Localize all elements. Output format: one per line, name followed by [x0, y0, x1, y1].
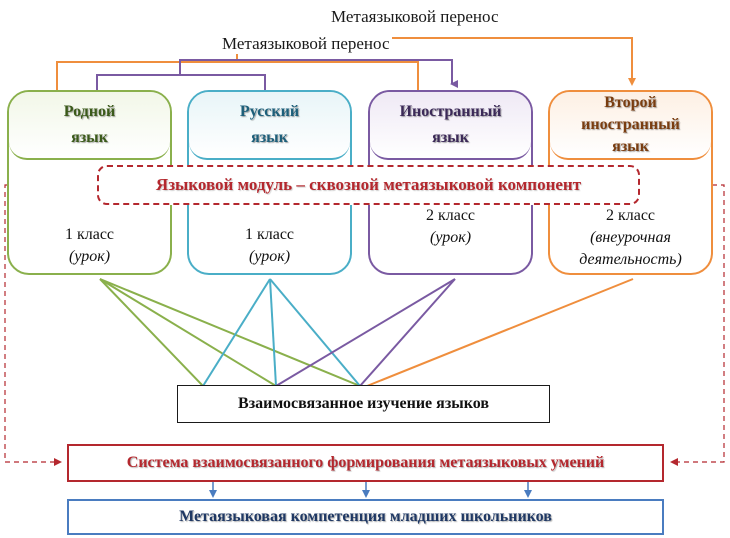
native-language-grade: 1 класс (урок)	[64, 226, 115, 265]
metalinguistic-competence-box: Метаязыковая компетенция младших школьни…	[67, 499, 664, 535]
second-foreign-language-title: Второй иностранный язык	[550, 92, 711, 160]
native-language-title: Родной язык	[9, 92, 170, 160]
second-foreign-links	[366, 278, 634, 387]
transfer-label-upper: Метаязыковой перенос	[331, 7, 499, 26]
transfer-label-lower: Метаязыковой перенос	[220, 34, 392, 54]
russian-language-title: Русский язык	[189, 92, 350, 160]
second-foreign-language-grade: 2 класс (внеурочная деятельность)	[579, 207, 682, 268]
language-module-banner: Языковой модуль – сквозной метаязыковой …	[97, 165, 640, 205]
native-links	[99, 278, 361, 387]
metalinguistic-skills-system-box: Система взаимосвязанного формирования ме…	[67, 444, 664, 482]
russian-links	[202, 278, 361, 387]
foreign-language-grade: 2 класс (урок)	[425, 207, 476, 246]
foreign-language-title: Иностранный язык	[370, 92, 531, 160]
russian-language-grade: 1 класс (урок)	[244, 226, 295, 265]
transfer-purple-bracket	[96, 59, 458, 91]
system-to-competence-arrows	[209, 482, 532, 498]
interconnected-study-box: Взаимосвязанное изучение языков	[177, 385, 550, 423]
foreign-links	[275, 278, 456, 387]
